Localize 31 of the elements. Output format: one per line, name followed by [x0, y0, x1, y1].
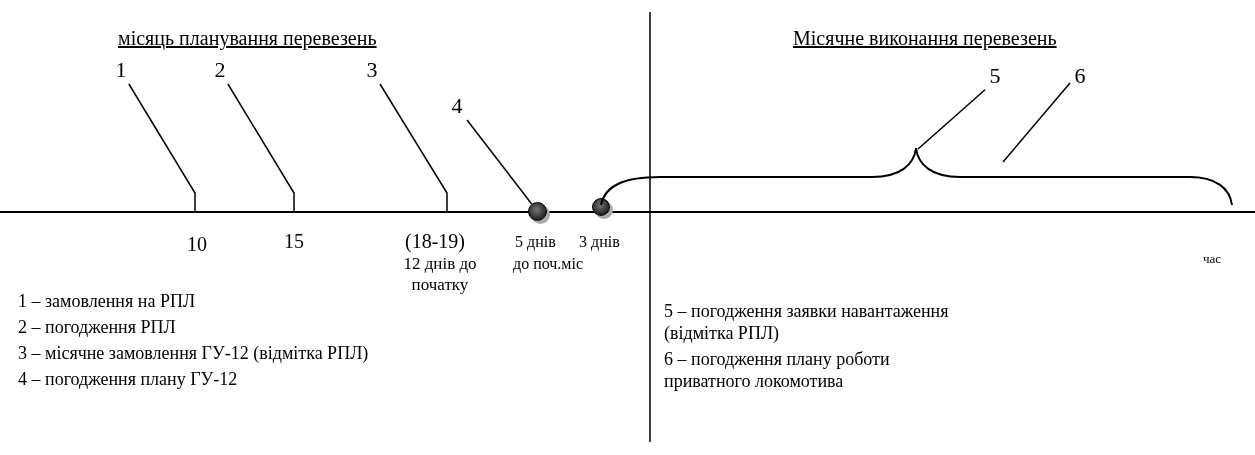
legend-note: 6 – погодження плану роботи приватного локомотива — [664, 348, 891, 392]
callout-number: 6 — [1070, 64, 1090, 90]
day-offset: до поч.міс — [513, 254, 583, 274]
leader-line — [227, 83, 295, 213]
legend-note: 2 – погодження РПЛ — [18, 316, 176, 338]
legend-note: 4 – погодження плану ГУ-12 — [18, 368, 238, 390]
axis-label: час — [1203, 250, 1222, 267]
callout-number: 2 — [209, 58, 231, 84]
legend-note: 5 – погодження заявки навантаження (відмітка РПЛ) — [664, 300, 950, 344]
day-offset: 5 днів — [515, 232, 556, 252]
leader-line — [1002, 82, 1071, 163]
day-offset: 3 днів — [579, 232, 620, 252]
tick-value: 15 — [284, 229, 304, 253]
day-offset: 12 днів до початку — [403, 253, 477, 295]
point-marker — [592, 198, 610, 216]
section-heading: місяць планування перевезень — [118, 26, 377, 50]
section-heading: Місячне виконання перевезень — [793, 26, 1057, 50]
callout-number: 5 — [985, 64, 1005, 90]
tick-value: 10 — [187, 232, 207, 256]
point-marker — [528, 202, 547, 221]
callout-number: 1 — [110, 58, 132, 84]
tick-value: (18-19) — [405, 229, 465, 253]
callout-number: 4 — [446, 94, 468, 120]
legend-note: 3 – місячне замовлення ГУ-12 (відмітка РПЛ) — [18, 342, 369, 364]
leader-line — [128, 83, 196, 213]
leader-line — [917, 89, 986, 150]
callout-number: 3 — [361, 58, 383, 84]
leader-line — [379, 83, 448, 213]
curly-brace — [600, 147, 1234, 206]
leader-line — [466, 119, 533, 205]
legend-note: 1 – замовлення на РПЛ — [18, 290, 196, 312]
